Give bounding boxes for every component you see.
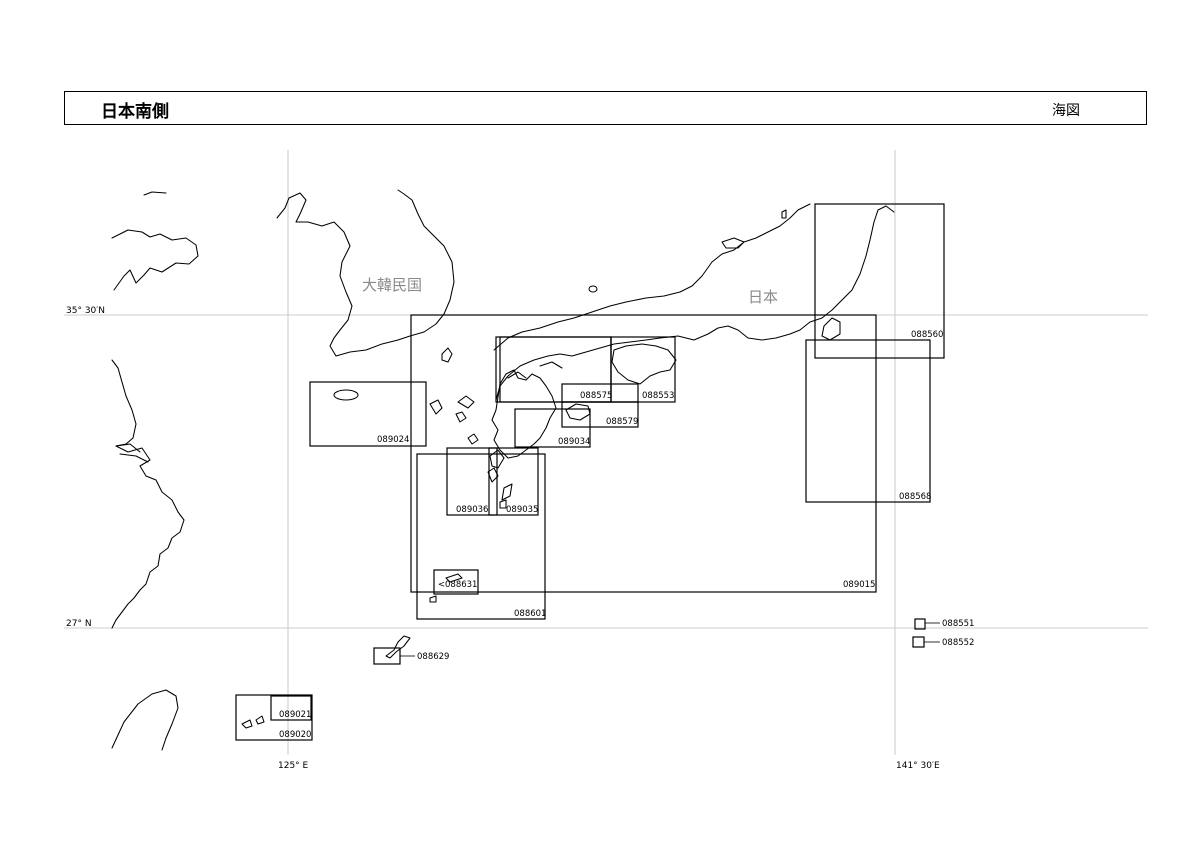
amami-island-1: [501, 483, 513, 501]
lat-label-27n: 27° N: [66, 619, 92, 629]
chart-label-088575: 088575: [580, 391, 612, 401]
noto-peninsula: [721, 237, 745, 249]
graticule: [64, 150, 1148, 755]
chart-label-088631: 088631: [445, 580, 477, 590]
small-island-1: [455, 411, 467, 423]
china-river-delta: [115, 443, 149, 463]
chart-box-089015[interactable]: [410, 314, 877, 593]
chart-label-089035: 089035: [506, 505, 538, 515]
japan-sea-coast: [493, 203, 811, 351]
chart-label-089024: 089024: [377, 435, 409, 445]
chart-label-088553: 088553: [642, 391, 674, 401]
yaeyama-island-2: [255, 715, 265, 725]
chart-label-088551: 088551: [942, 619, 974, 629]
coastlines: [111, 189, 895, 751]
sado-island: [781, 209, 787, 219]
chart-label-089015: 089015: [843, 580, 875, 590]
china-north-coast: [111, 191, 199, 291]
chart-box-088579[interactable]: [561, 401, 639, 428]
miyako-island: [385, 635, 411, 659]
chart-label-088552: 088552: [942, 638, 974, 648]
yaeyama-island-1: [241, 719, 253, 729]
korea-coast: [276, 189, 455, 357]
jeju-island: [333, 389, 359, 401]
country-label-japan: 日本: [748, 288, 778, 306]
taiwan-coast: [111, 689, 179, 751]
chart-boxes: 089015 088560 088568 088575 088553 08857…: [235, 203, 974, 741]
chart-box-088631[interactable]: [433, 569, 479, 595]
chart-box-089020[interactable]: [235, 694, 313, 741]
bay-inlet: [507, 361, 563, 379]
chart-label-088579: 088579: [606, 417, 638, 427]
chart-box-088553[interactable]: [610, 336, 676, 403]
okinawa-island: [445, 573, 463, 583]
japan-coast: [495, 205, 895, 401]
chart-label-088568: 088568: [899, 492, 931, 502]
chart-box-089034[interactable]: [514, 408, 591, 448]
lat-label-35-30n: 35° 30′N: [66, 306, 105, 316]
chart-box-088551[interactable]: [914, 618, 926, 630]
island-near-088579: [565, 403, 591, 421]
chart-label-089020: 089020: [279, 730, 311, 740]
lon-label-125e: 125° E: [278, 761, 309, 771]
china-east-coast: [111, 359, 185, 629]
chart-box-089024[interactable]: [309, 381, 427, 447]
chart-box-088568[interactable]: [805, 339, 931, 503]
map-header: 日本南側 海図: [64, 91, 1147, 125]
amami-island-2: [499, 499, 507, 509]
chart-label-089036: 089036: [456, 505, 488, 515]
chart-box-088601[interactable]: [416, 453, 546, 620]
kyushu-coast: [491, 369, 557, 459]
shikoku-coast: [611, 343, 677, 385]
chart-label-088560: 088560: [911, 330, 943, 340]
okinawa-small-island: [429, 595, 437, 603]
map-type-label: 海図: [1052, 103, 1080, 119]
izu-peninsula: [821, 317, 841, 341]
goto-island: [429, 399, 443, 415]
chart-box-088552[interactable]: [912, 636, 925, 648]
chart-box-088560[interactable]: [814, 203, 945, 359]
chart-label-088629: 088629: [417, 652, 449, 662]
yakushima: [487, 467, 499, 483]
chart-label-088601: 088601: [514, 609, 546, 619]
chart-label-089021: 089021: [279, 710, 311, 720]
iki-island: [457, 395, 475, 409]
tsushima-island: [441, 347, 453, 363]
oki-island: [588, 285, 598, 293]
chart-box-089036[interactable]: [446, 447, 498, 516]
country-label-korea: 大韓民国: [362, 276, 422, 294]
chart-label-089034: 089034: [558, 437, 590, 447]
chart-box-089021[interactable]: [270, 695, 312, 721]
map-title: 日本南側: [101, 102, 169, 122]
chart-box-089035[interactable]: [488, 447, 539, 516]
svg-text:<: <: [438, 580, 445, 590]
small-island-2: [467, 433, 479, 445]
lon-label-141-30e: 141° 30′E: [896, 761, 940, 771]
